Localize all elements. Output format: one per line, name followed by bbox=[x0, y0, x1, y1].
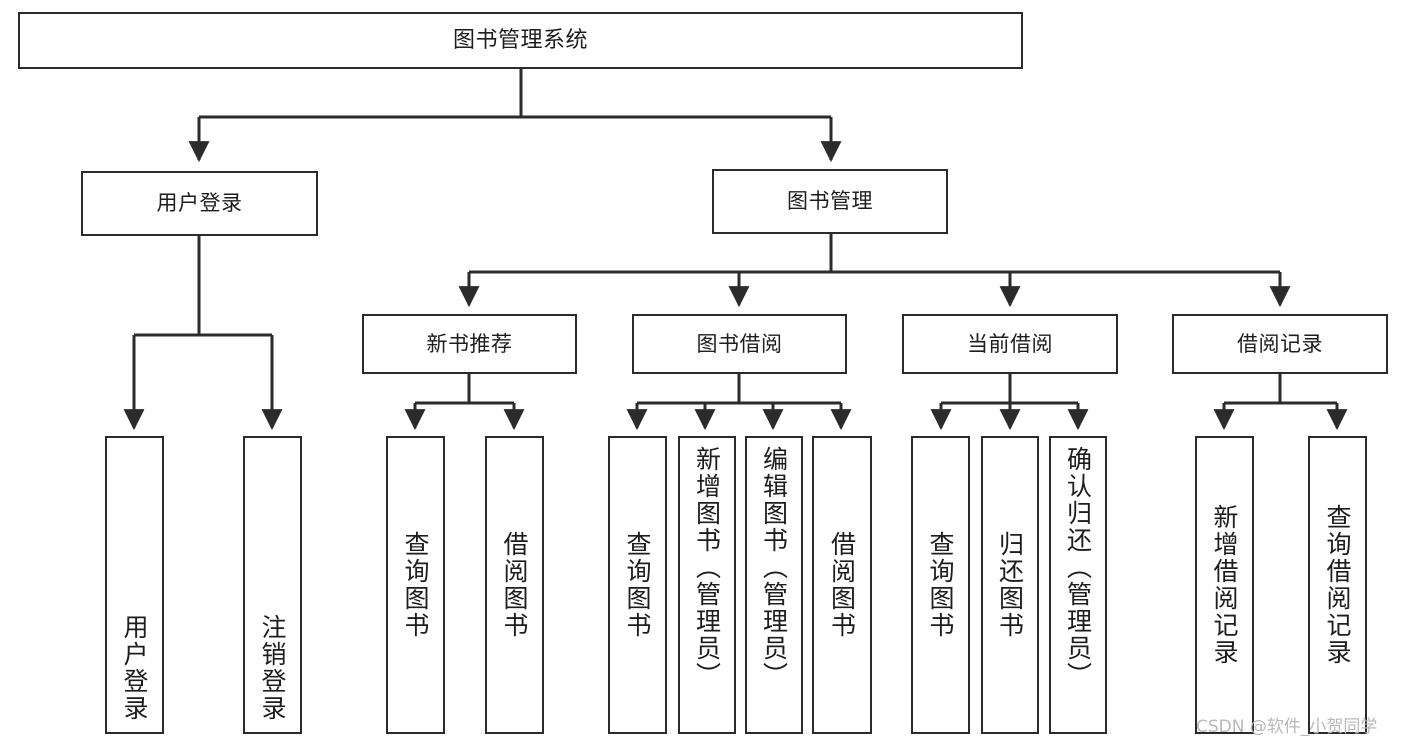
node-current-borrow-label: 当前借阅 bbox=[967, 331, 1053, 356]
node-leaf-add-borrow-record[interactable]: 新增借阅记录 bbox=[1195, 436, 1254, 734]
node-leaf-logout-label: 注销登录 bbox=[258, 614, 287, 722]
node-borrow-record-label: 借阅记录 bbox=[1237, 331, 1323, 356]
node-book-management[interactable]: 图书管理 bbox=[712, 169, 948, 234]
node-leaf-recommend-query-book[interactable]: 查询图书 bbox=[386, 436, 445, 734]
node-current-borrow[interactable]: 当前借阅 bbox=[902, 314, 1118, 374]
node-leaf-edit-book-admin[interactable]: 编辑图书（管理员） bbox=[745, 436, 803, 734]
csdn-watermark: CSDN @软件_小贺同学 bbox=[1196, 717, 1378, 737]
node-borrow-record[interactable]: 借阅记录 bbox=[1172, 314, 1388, 374]
node-user-login[interactable]: 用户登录 bbox=[81, 171, 318, 236]
node-leaf-add-book-admin[interactable]: 新增图书（管理员） bbox=[678, 436, 736, 734]
node-leaf-borrow-query-book[interactable]: 查询图书 bbox=[608, 436, 667, 734]
node-leaf-query-borrow-record[interactable]: 查询借阅记录 bbox=[1308, 436, 1367, 734]
node-leaf-add-borrow-record-label: 新增借阅记录 bbox=[1210, 504, 1239, 666]
node-book-borrow[interactable]: 图书借阅 bbox=[632, 314, 847, 374]
node-leaf-edit-book-admin-label: 编辑图书（管理员） bbox=[759, 446, 789, 689]
node-user-login-label: 用户登录 bbox=[156, 191, 243, 216]
node-leaf-user-login[interactable]: 用户登录 bbox=[105, 436, 164, 734]
node-leaf-borrow-book[interactable]: 借阅图书 bbox=[812, 436, 872, 734]
node-leaf-confirm-return-admin-label: 确认归还（管理员） bbox=[1063, 446, 1093, 689]
node-leaf-current-query-book-label: 查询图书 bbox=[926, 531, 955, 639]
node-leaf-logout[interactable]: 注销登录 bbox=[243, 436, 302, 734]
node-leaf-recommend-query-book-label: 查询图书 bbox=[401, 531, 430, 639]
node-leaf-recommend-borrow-book[interactable]: 借阅图书 bbox=[485, 436, 544, 734]
node-leaf-borrow-query-book-label: 查询图书 bbox=[623, 531, 652, 639]
node-leaf-user-login-label: 用户登录 bbox=[120, 614, 149, 722]
node-leaf-confirm-return-admin[interactable]: 确认归还（管理员） bbox=[1049, 436, 1107, 734]
node-leaf-recommend-borrow-book-label: 借阅图书 bbox=[500, 531, 529, 639]
node-root-system-label: 图书管理系统 bbox=[452, 27, 588, 53]
node-leaf-query-borrow-record-label: 查询借阅记录 bbox=[1323, 504, 1352, 666]
node-leaf-return-book[interactable]: 归还图书 bbox=[981, 436, 1039, 734]
node-root-system[interactable]: 图书管理系统 bbox=[18, 12, 1023, 69]
node-new-book-recommend[interactable]: 新书推荐 bbox=[362, 314, 577, 374]
node-book-management-label: 图书管理 bbox=[787, 189, 873, 214]
node-leaf-borrow-book-label: 借阅图书 bbox=[827, 531, 857, 639]
node-book-borrow-label: 图书借阅 bbox=[696, 331, 783, 356]
node-new-book-recommend-label: 新书推荐 bbox=[426, 331, 513, 356]
node-leaf-add-book-admin-label: 新增图书（管理员） bbox=[692, 446, 722, 689]
node-leaf-current-query-book[interactable]: 查询图书 bbox=[911, 436, 970, 734]
node-leaf-return-book-label: 归还图书 bbox=[995, 531, 1025, 639]
